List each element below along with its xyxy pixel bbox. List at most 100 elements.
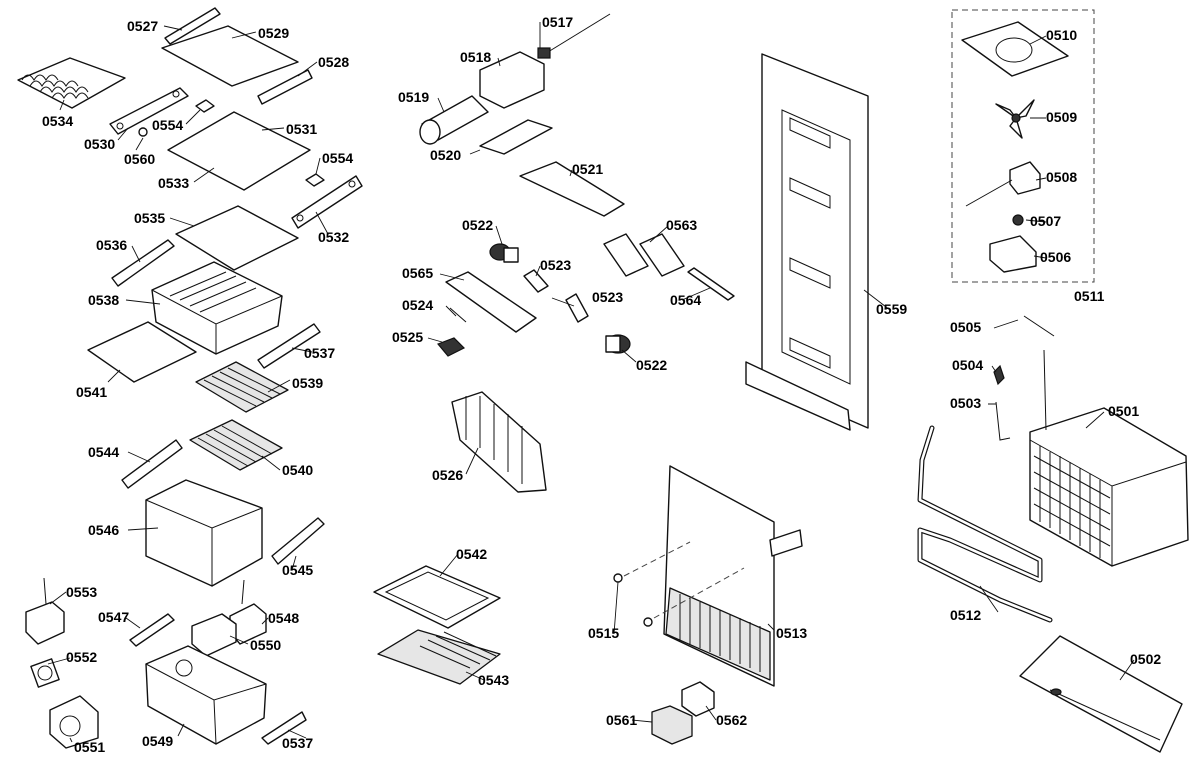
label-0503: 0503 (950, 395, 981, 411)
part-defrost-thermostat (995, 401, 1011, 441)
label-0538: 0538 (88, 292, 119, 308)
part-grommet (1012, 214, 1024, 226)
label-0502: 0502 (1130, 651, 1161, 667)
part-light-housing (479, 51, 545, 109)
part-evaporator (1029, 349, 1189, 567)
label-0537a: 0537 (304, 345, 335, 361)
label-0512: 0512 (950, 607, 981, 623)
part-evaporator-cover (663, 465, 803, 687)
label-0552: 0552 (66, 649, 97, 665)
part-humidity-grid-upper (195, 361, 289, 413)
part-pad-left (603, 233, 649, 277)
part-door-liner (745, 53, 869, 431)
part-foam-block (681, 681, 715, 717)
part-defrost-heater (917, 425, 1053, 623)
part-slide-rail-left-lower (121, 439, 183, 489)
label-0549: 0549 (142, 733, 173, 749)
part-clip-upper (195, 99, 215, 113)
part-lamp-socket-upper (489, 243, 519, 263)
label-0554a: 0554 (152, 117, 183, 133)
part-clip-lower (305, 173, 325, 187)
label-0536: 0536 (96, 237, 127, 253)
label-0509: 0509 (1046, 109, 1077, 125)
label-0541: 0541 (76, 384, 107, 400)
label-0546: 0546 (88, 522, 119, 538)
part-mounting-bracket (519, 161, 625, 217)
part-motor-bracket (989, 235, 1037, 273)
label-0522a: 0522 (462, 217, 493, 233)
part-screw (449, 307, 467, 323)
label-0515: 0515 (588, 625, 619, 641)
part-slide-rail-right-middle (271, 517, 325, 565)
part-drawer-lid (175, 205, 299, 271)
label-0504: 0504 (952, 357, 983, 373)
part-slide-rail-right-upper (257, 323, 321, 369)
part-connector-block (25, 577, 65, 645)
part-drip-tray (479, 119, 553, 155)
part-storage-bin-upper (145, 479, 263, 587)
label-0513: 0513 (776, 625, 807, 641)
label-0530: 0530 (84, 136, 115, 152)
label-0508: 0508 (1046, 169, 1077, 185)
part-sensor-wire (1023, 315, 1055, 337)
part-tray-grill (377, 629, 501, 685)
part-bulb-lower (565, 293, 589, 323)
part-fan-shroud (961, 21, 1069, 77)
label-0542: 0542 (456, 546, 487, 562)
part-filter (651, 705, 693, 745)
part-pad-right (639, 233, 685, 277)
label-0540: 0540 (282, 462, 313, 478)
part-dispenser-housing (451, 391, 547, 493)
part-shelf-bracket-right (257, 69, 313, 105)
label-0518: 0518 (460, 49, 491, 65)
part-crisper-drawer (151, 261, 283, 355)
part-damper-tube (419, 95, 489, 145)
label-0521: 0521 (572, 161, 603, 177)
label-0537b: 0537 (282, 735, 313, 751)
part-slide-rail-right-bottom (261, 711, 307, 745)
label-0543: 0543 (478, 672, 509, 688)
fan-assembly-box (951, 9, 1095, 283)
part-thermistor (537, 13, 611, 59)
label-0565: 0565 (402, 265, 433, 281)
label-0507: 0507 (1030, 213, 1061, 229)
part-drain-pan (1019, 635, 1183, 753)
part-wire-harness (687, 267, 735, 301)
label-0506: 0506 (1040, 249, 1071, 265)
part-clip-sensor (993, 364, 1005, 386)
part-glass-shelf-upper (161, 25, 299, 87)
label-0554b: 0554 (322, 150, 353, 166)
label-0547: 0547 (98, 609, 129, 625)
label-0505: 0505 (950, 319, 981, 335)
label-0562: 0562 (716, 712, 747, 728)
label-0523b: 0523 (592, 289, 623, 305)
part-slide-rail-left (111, 239, 175, 287)
label-0523a: 0523 (540, 257, 571, 273)
leader-lines (47, 22, 1135, 743)
label-0548: 0548 (268, 610, 299, 626)
part-labels: 0527 0529 0528 0534 0530 0554 0531 0560 … (42, 14, 1161, 755)
part-slide-rail-left-bottom (129, 613, 175, 647)
label-0520: 0520 (430, 147, 461, 163)
label-0551: 0551 (74, 739, 105, 755)
part-lamp-socket-lower (605, 334, 631, 354)
label-0519: 0519 (398, 89, 429, 105)
label-0564: 0564 (670, 292, 701, 308)
part-shelf-bracket-left (164, 7, 221, 45)
part-bulb-upper (523, 269, 549, 293)
label-0522b: 0522 (636, 357, 667, 373)
label-0524: 0524 (402, 297, 433, 313)
label-0529: 0529 (258, 25, 289, 41)
part-light-lens (445, 271, 537, 333)
label-0527: 0527 (127, 18, 158, 34)
part-fan-motor (965, 161, 1041, 207)
label-0533: 0533 (158, 175, 189, 191)
part-small-fan (30, 658, 60, 688)
part-washer (138, 127, 148, 137)
part-fan-housing (49, 695, 99, 749)
part-wine-rack (17, 57, 126, 109)
label-0501: 0501 (1108, 403, 1139, 419)
label-0544: 0544 (88, 444, 119, 460)
label-0531: 0531 (286, 121, 317, 137)
label-0510: 0510 (1046, 27, 1077, 43)
